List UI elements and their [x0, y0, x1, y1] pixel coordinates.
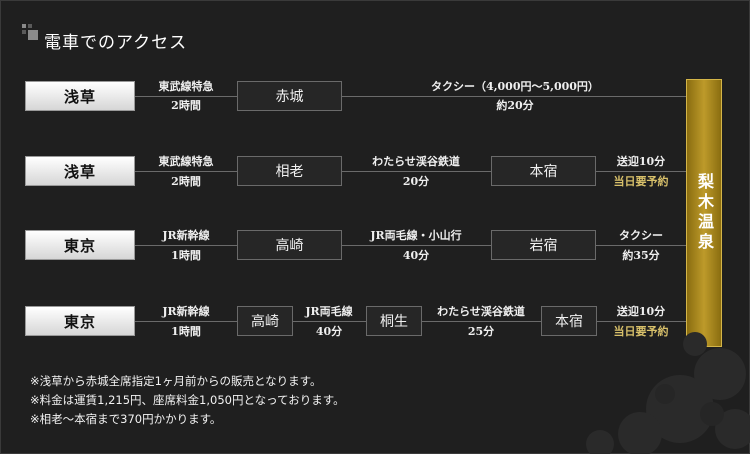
- note-3: ※相老〜本宿まで370円かかります。: [30, 412, 222, 426]
- destination-label: 梨木温泉: [695, 173, 714, 253]
- route-3-start: 東京: [25, 230, 135, 260]
- route-4-station-motojuku: 本宿: [541, 306, 597, 336]
- route-3-seg3-line: タクシー: [619, 229, 663, 242]
- route-1-seg2-time: 約20分: [496, 99, 534, 112]
- route-2-seg2-line: わたらせ渓谷鉄道: [372, 155, 460, 168]
- page-title: 電車でのアクセス: [44, 33, 188, 53]
- route-2-seg3-line: 送迎10分: [616, 155, 666, 168]
- route-1-seg1-time: 2時間: [171, 99, 201, 112]
- route-1-seg1-line: 東武線特急: [158, 80, 214, 93]
- note-2: ※料金は運賃1,215円、座席料金1,050円となっております。: [30, 393, 345, 407]
- route-2-station-oi: 相老: [237, 156, 342, 186]
- notes: ※浅草から赤城全席指定1ヶ月前からの販売となります。 ※料金は運賃1,215円、…: [30, 372, 345, 429]
- route-4-line: [25, 321, 686, 322]
- route-3-station-takasaki: 高崎: [237, 230, 342, 260]
- route-3-seg2-line: JR両毛線・小山行: [370, 229, 462, 242]
- route-2-start: 浅草: [25, 156, 135, 186]
- route-3-seg1-line: JR新幹線: [162, 229, 210, 242]
- destination-box: 梨木温泉: [686, 79, 722, 347]
- route-4-station-kiryu: 桐生: [366, 306, 422, 336]
- note-1: ※浅草から赤城全席指定1ヶ月前からの販売となります。: [30, 374, 322, 388]
- route-2-station-motojuku: 本宿: [491, 156, 596, 186]
- route-3-seg2-time: 40分: [402, 249, 430, 262]
- route-4-seg1-time: 1時間: [171, 325, 201, 338]
- route-1-start: 浅草: [25, 81, 135, 111]
- route-4-station-takasaki: 高崎: [237, 306, 293, 336]
- route-4-seg4-note: 当日要予約: [613, 325, 669, 338]
- route-3-line: [25, 245, 686, 246]
- route-4-seg4-line: 送迎10分: [616, 305, 666, 318]
- route-2-seg3-note: 当日要予約: [613, 175, 669, 188]
- route-4-seg2-time: 40分: [315, 325, 343, 338]
- route-3-seg3-time: 約35分: [622, 249, 660, 262]
- route-4-start: 東京: [25, 306, 135, 336]
- square-dots-icon: [22, 24, 40, 42]
- blossom-decoration: [586, 332, 750, 454]
- route-4-seg3-line: わたらせ渓谷鉄道: [437, 305, 525, 318]
- route-3-station-iwajuku: 岩宿: [491, 230, 596, 260]
- route-1-line: [25, 96, 686, 97]
- route-2-seg1-time: 2時間: [171, 175, 201, 188]
- route-3-seg1-time: 1時間: [171, 249, 201, 262]
- route-4-seg2-line: JR両毛線: [305, 305, 353, 318]
- route-4-seg3-time: 25分: [467, 325, 495, 338]
- route-1-station-akagi: 赤城: [237, 81, 342, 111]
- route-2-seg1-line: 東武線特急: [158, 155, 214, 168]
- route-2-seg2-time: 20分: [402, 175, 430, 188]
- route-2-line: [25, 171, 686, 172]
- route-1-seg2-line: タクシー（4,000円〜5,000円）: [431, 80, 599, 93]
- route-4-seg1-line: JR新幹線: [162, 305, 210, 318]
